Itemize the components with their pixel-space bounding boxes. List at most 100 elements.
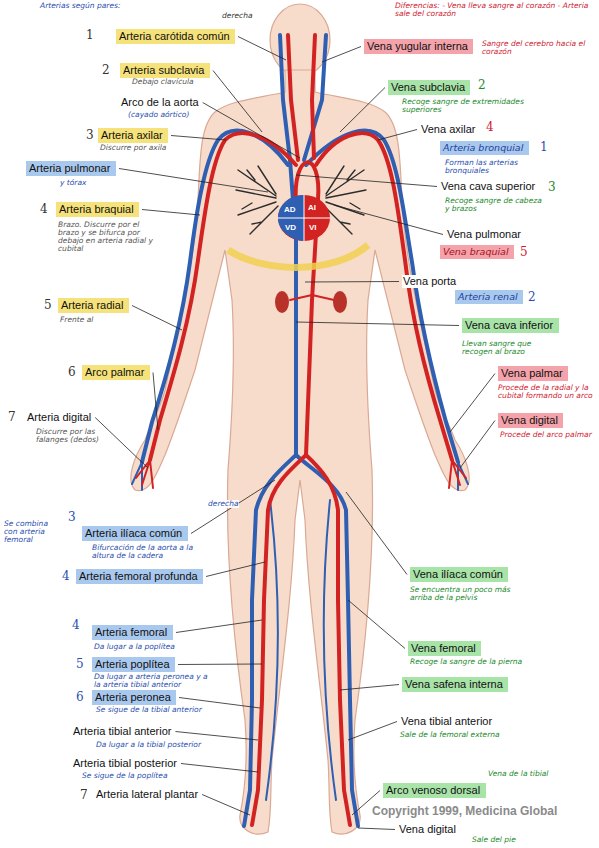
highlighted-label: Vena palmar: [498, 366, 568, 381]
callout-number: 4: [40, 202, 48, 216]
label-text: Arco venoso dorsal: [386, 784, 483, 797]
leader-line: [348, 722, 397, 741]
leader-line: [175, 732, 258, 741]
callout-number: 1: [86, 28, 94, 42]
handwritten-note: Recoge sangre de extremidades superiores: [402, 98, 552, 114]
leader-line: [348, 600, 405, 649]
handwritten-note: Brazo. Discurre por el brazo y se bifurc…: [58, 221, 158, 253]
watermark: Copyright 1999, Medicina Global: [372, 804, 557, 818]
handwritten-note: Vena de la tibial: [488, 770, 548, 778]
leader-line: [346, 492, 407, 575]
callout-number: 2: [528, 290, 536, 304]
leader-line: [202, 795, 250, 816]
highlighted-label: Arteria renal: [455, 290, 523, 304]
handwritten-note: y tórax: [60, 179, 86, 187]
structure-label: Arteria digital: [26, 411, 92, 424]
label-text: Vena yugular interna: [367, 40, 470, 53]
heart-chamber-label: AD: [284, 205, 296, 214]
label-text: Arteria femoral profunda: [79, 570, 200, 583]
label-text: Vena ilíaca común: [413, 568, 505, 581]
handwritten-note: Diferencias: - Vena lleva sangre al cora…: [395, 2, 591, 18]
handwritten-note: Se sigue de la poplítea: [82, 772, 168, 780]
highlighted-label: Vena safena interna: [402, 677, 508, 692]
callout-number: 5: [44, 298, 52, 312]
label-text: Arteria braquial: [59, 203, 136, 216]
liver-band: [228, 245, 368, 267]
highlighted-label: Arteria peronea: [92, 690, 176, 705]
highlighted-label: Arteria braquial: [56, 202, 139, 217]
label-text: Vena digital: [501, 414, 560, 427]
structure-label: Vena digital: [398, 823, 457, 836]
label-text: Arco palmar: [85, 366, 147, 379]
highlighted-label: Arteria femoral: [92, 625, 173, 640]
leader-line: [132, 306, 182, 331]
label-text: Arteria radial: [61, 299, 126, 312]
heart-chamber-label: VD: [285, 223, 296, 232]
leader-line: [296, 175, 437, 187]
leader-line: [191, 480, 275, 534]
label-text: Arteria ilíaca común: [85, 527, 185, 540]
callout-number: 1: [540, 140, 548, 154]
leader-line: [358, 828, 395, 830]
leader-line: [378, 130, 417, 141]
handwritten-note: derecha: [208, 500, 239, 508]
label-text: Vena cava inferior: [465, 319, 556, 332]
leader-line: [119, 169, 268, 193]
structure-label: Vena cava superior: [440, 180, 536, 193]
leader-line: [450, 374, 495, 433]
highlighted-label: Arteria poplítea: [92, 657, 175, 672]
handwritten-note: Se sigue de la tibial anterior: [96, 706, 202, 714]
label-text: Vena femoral: [411, 642, 478, 655]
handwritten-note: derecha: [222, 12, 253, 20]
handwritten-note: Bifurcación de la aorta a la altura de l…: [92, 544, 217, 560]
label-text: Arteria carótida común: [119, 30, 232, 43]
highlighted-label: Vena ilíaca común: [410, 567, 508, 582]
handwritten-note: Sale del pie: [472, 836, 516, 844]
label-text: Vena safena interna: [405, 678, 505, 691]
leader-line: [305, 281, 399, 283]
handwritten-note: Se combina con arteria femoral: [4, 520, 60, 544]
heart: [278, 195, 330, 241]
handwritten-note: Procede del arco palmar: [500, 431, 592, 439]
callout-number: 4: [62, 569, 70, 583]
handwritten-note: Procede de la radial y la cubital forman…: [498, 384, 593, 400]
structure-label: Arco de la aorta: [120, 96, 200, 109]
heart-chamber-label: VI: [309, 223, 317, 232]
structure-label: Vena axilar: [420, 123, 476, 136]
highlighted-label: Arteria subclavia: [120, 63, 210, 78]
label-text: Arteria axilar: [101, 129, 165, 142]
handwritten-note: Sale de la femoral externa: [400, 731, 500, 739]
label-text: Arteria poplítea: [95, 658, 172, 671]
highlighted-label: Vena digital: [498, 413, 563, 428]
handwritten-note: Recoge la sangre de la pierna: [410, 658, 522, 666]
handwritten-note: Forman las arterias bronquiales: [445, 159, 535, 175]
leader-line: [203, 103, 300, 159]
callout-number: 7: [8, 410, 16, 424]
kidneys: [275, 291, 347, 313]
highlighted-label: Arteria femoral profunda: [76, 569, 203, 584]
label-text: Arteria femoral: [95, 626, 170, 639]
structure-label: Vena tibial anterior: [400, 715, 493, 728]
callout-number: 6: [68, 365, 76, 379]
callout-number: 2: [102, 63, 110, 77]
callout-number: 3: [548, 180, 556, 194]
label-text: Arteria renal: [458, 291, 520, 303]
callout-number: 4: [486, 120, 494, 134]
callout-number: 3: [68, 510, 76, 524]
label-text: Vena subclavia: [391, 81, 467, 94]
label-text: Arteria subclavia: [123, 64, 207, 77]
callout-number: 5: [76, 657, 84, 671]
callout-number: 5: [520, 245, 528, 259]
highlighted-label: Vena braquial: [440, 245, 514, 259]
label-text: Vena palmar: [501, 367, 565, 380]
structure-label: Arteria lateral plantar: [95, 788, 199, 801]
leader-line: [238, 37, 286, 61]
leader-line: [334, 205, 443, 235]
handwritten-note: Se encuentra un poco más arriba de la pe…: [410, 586, 530, 602]
highlighted-label: Arteria axilar: [98, 128, 168, 143]
label-text: Vena braquial: [443, 246, 511, 258]
leader-line: [322, 47, 361, 63]
structure-label: Arteria tibial posterior: [72, 757, 178, 770]
leader-line: [340, 685, 399, 691]
